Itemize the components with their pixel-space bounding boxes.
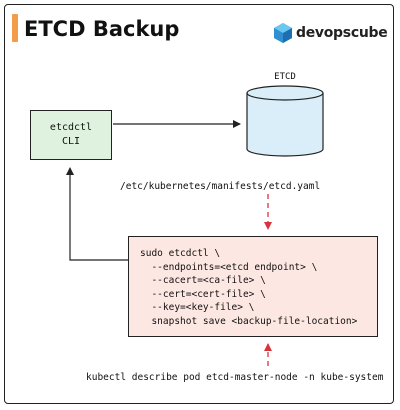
cli-box-line2: CLI xyxy=(61,136,81,147)
devopscube-logo-icon xyxy=(274,23,292,43)
diagram-frame xyxy=(4,4,394,404)
command-line: sudo etcdctl \ xyxy=(140,248,221,259)
etcdctl-command-box: sudo etcdctl \ --endpoints=<etcd endpoin… xyxy=(128,236,378,337)
command-line: snapshot save <backup-file-location> xyxy=(140,315,358,327)
manifest-path: /etc/kubernetes/manifests/etcd.yaml xyxy=(120,181,321,192)
etcd-database-icon xyxy=(246,85,324,157)
command-line: --endpoints=<etcd endpoint> \ xyxy=(140,261,318,273)
brand-name: devopscube xyxy=(296,25,388,41)
describe-command: kubectl describe pod etcd-master-node -n… xyxy=(86,372,384,383)
command-line: --key=<key-file> \ xyxy=(140,302,255,313)
command-line: --cert=<cert-file> \ xyxy=(140,288,266,300)
command-to-cli-arrow xyxy=(66,167,128,261)
title-accent-bar xyxy=(12,14,18,42)
cli-box-line1: etcdctl xyxy=(49,122,93,133)
page-title: ETCD Backup xyxy=(24,17,180,41)
etcdctl-cli-box: etcdctl CLI xyxy=(30,110,112,160)
command-line: --cacert=<ca-file> \ xyxy=(140,275,266,286)
etcd-label: ETCD xyxy=(274,72,296,82)
